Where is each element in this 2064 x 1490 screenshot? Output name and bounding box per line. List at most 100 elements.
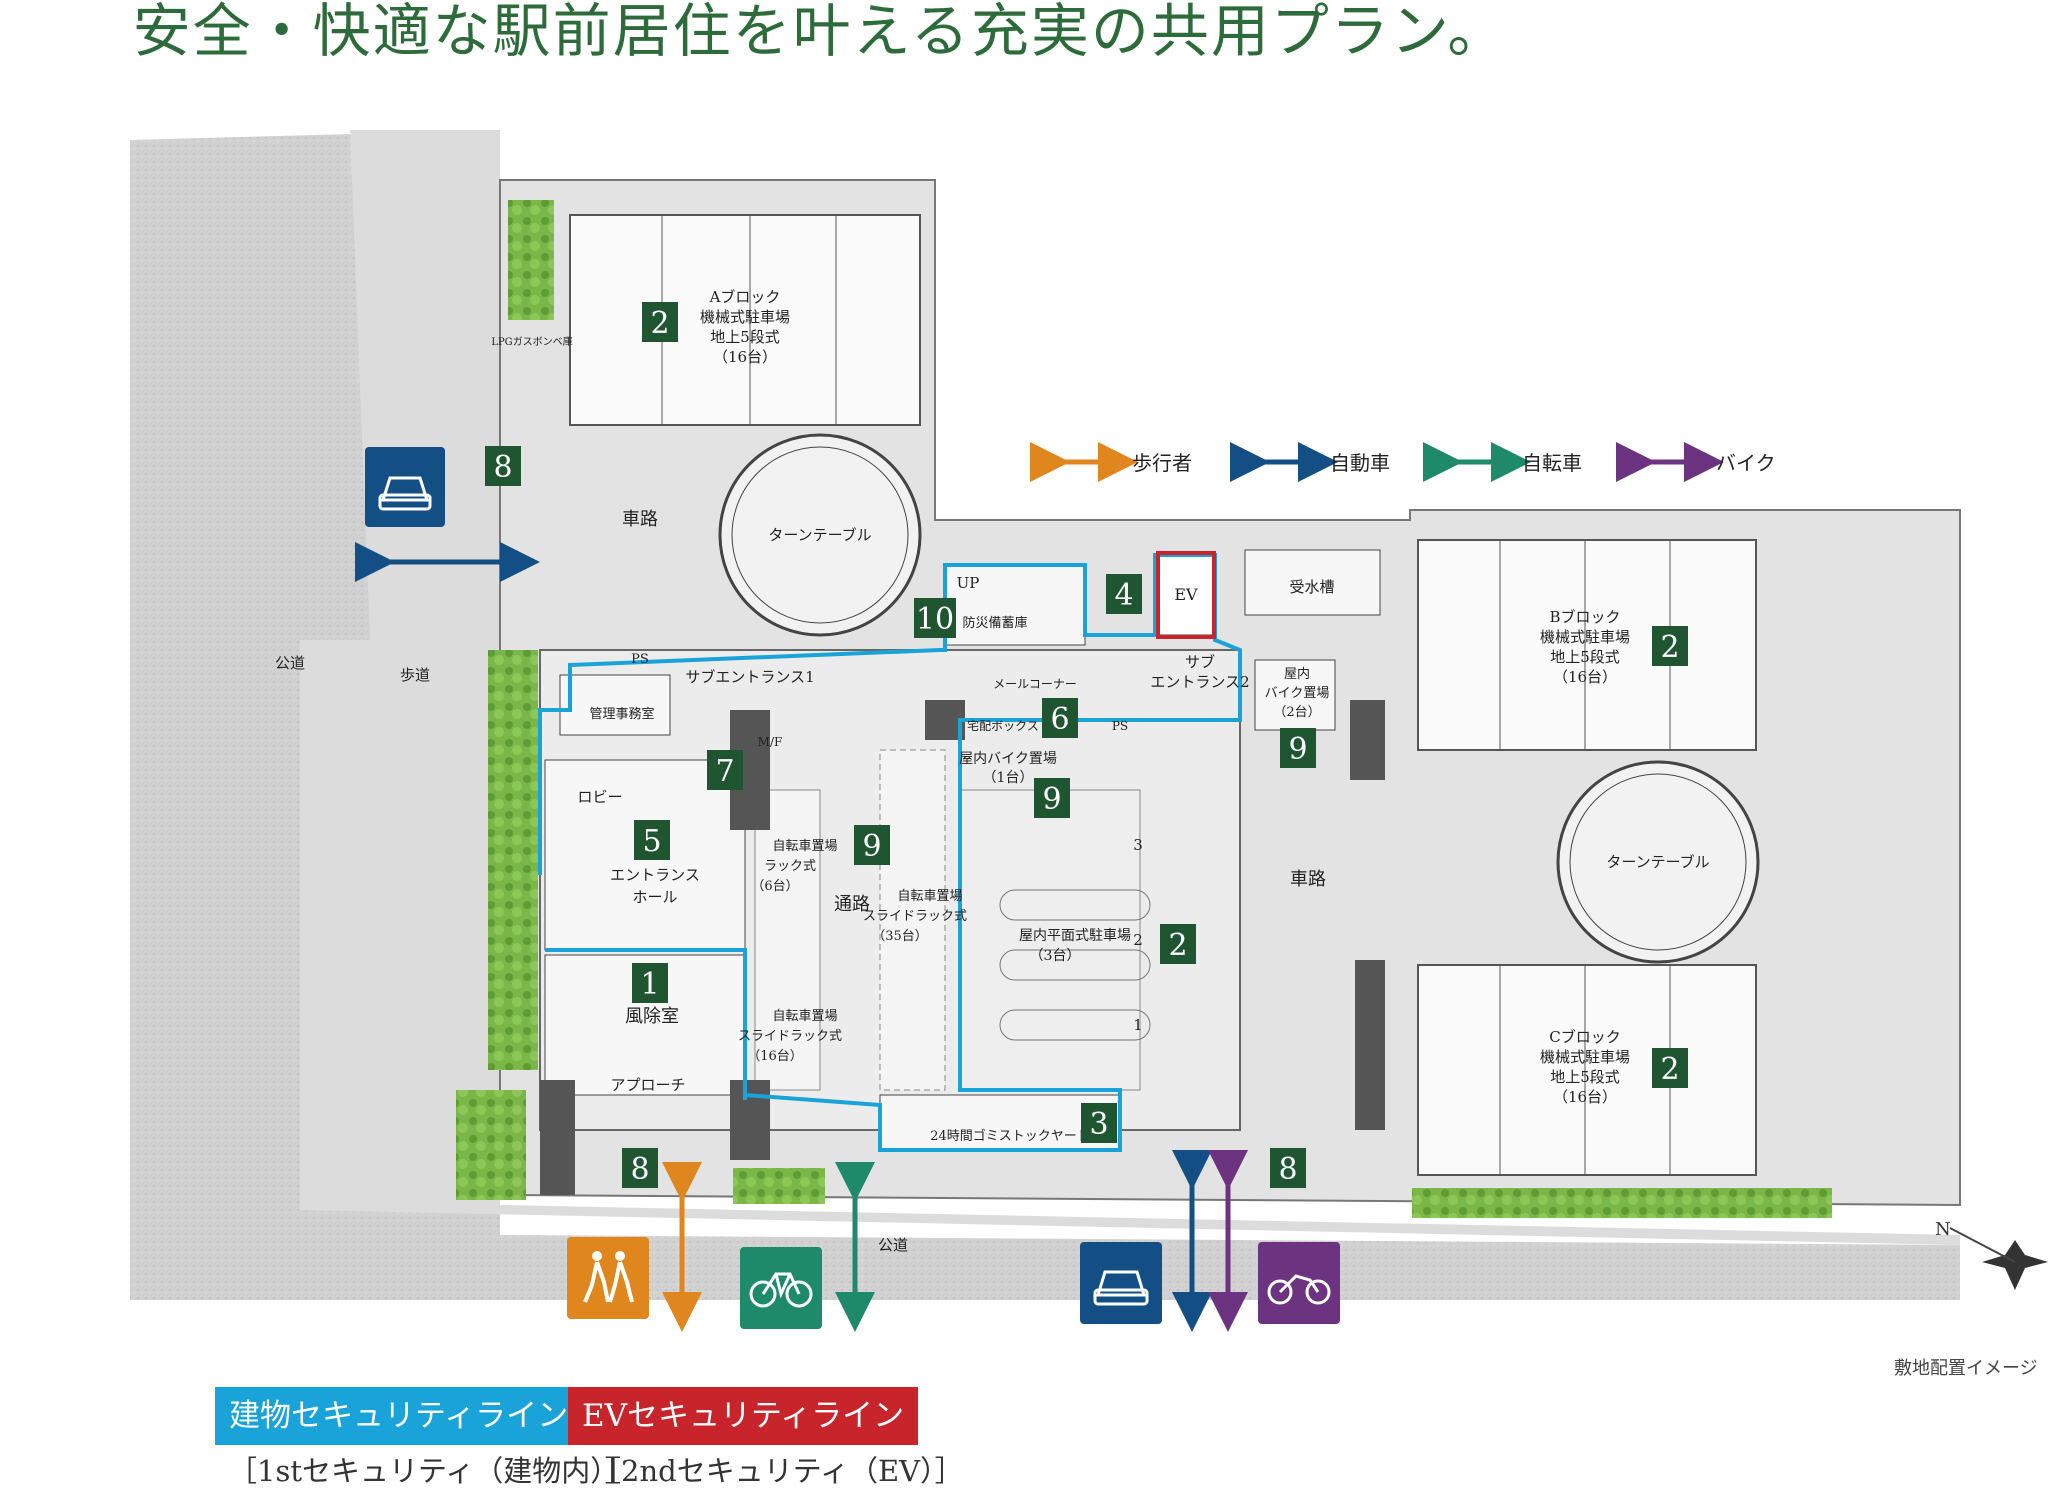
turntable-top xyxy=(718,433,922,637)
entrance-hall-0: エントランス xyxy=(610,866,700,884)
delivery-box: 宅配ボックス xyxy=(967,718,1039,733)
marker-b2: 2 xyxy=(1652,626,1688,666)
mf-label: M/F xyxy=(758,735,783,749)
slot-2: 2 xyxy=(1133,931,1143,949)
marker-number-m6: 6 xyxy=(1050,702,1069,737)
marker-number-m4: 4 xyxy=(1114,578,1133,613)
marker-number-m8b: 8 xyxy=(630,1152,649,1187)
parking-a-line-0: Aブロック xyxy=(709,288,781,306)
bike-rack-1: ラック式 xyxy=(764,859,816,874)
legend-bike: バイク xyxy=(1716,451,1776,475)
marker-number-m9c: 9 xyxy=(1288,732,1307,767)
marker-m8c: 8 xyxy=(1270,1148,1306,1188)
greenery xyxy=(456,200,1832,1218)
indoor-bike1-0: 屋内バイク置場 xyxy=(959,751,1057,767)
bike-slide16-0: 自転車置場 xyxy=(772,1009,837,1024)
legend-car: 自動車 xyxy=(1330,451,1390,475)
arrow-legend: 歩行者 自動車 自転車 バイク xyxy=(1030,442,1776,482)
motorcycle-icon xyxy=(1258,1242,1340,1324)
parking-b-line-1: 機械式駐車場 xyxy=(1540,628,1630,646)
building-security-badge: 建物セキュリティライン xyxy=(215,1387,583,1445)
legend-pedestrian: 歩行者 xyxy=(1132,451,1192,475)
garbage-yard: 24時間ゴミストックヤード xyxy=(930,1128,1090,1144)
parking-block-c xyxy=(1417,964,1757,1176)
marker-m5: 5 xyxy=(634,820,670,860)
marker-number-m9a: 9 xyxy=(862,829,881,864)
bicycle-icon xyxy=(740,1247,822,1329)
bike-slide16-2: （16台） xyxy=(747,1049,803,1064)
marker-number-m10: 10 xyxy=(916,602,954,637)
ev-label: EV xyxy=(1174,585,1198,604)
marker-m9b: 9 xyxy=(1034,778,1070,818)
indoor-parking-0: 屋内平面式駐車場 xyxy=(1019,927,1131,944)
wind-room: 風除室 xyxy=(625,1006,679,1027)
ev-security-sub: ［2ndセキュリティ（EV）］ xyxy=(592,1454,964,1488)
marker-number-m7: 7 xyxy=(715,754,734,789)
marker-m8b: 8 xyxy=(622,1148,658,1188)
parking-block-a xyxy=(569,214,921,426)
parking-c-line-1: 機械式駐車場 xyxy=(1540,1048,1630,1066)
sub-entrance2-1: エントランス2 xyxy=(1150,673,1249,691)
building-security-line xyxy=(538,553,1242,1152)
marker-number-m5: 5 xyxy=(642,824,661,859)
disaster-storage: 防災備蓄庫 xyxy=(962,615,1027,631)
compass-icon: N xyxy=(1935,1219,2048,1290)
marker-m7: 7 xyxy=(707,750,743,790)
parking-c-line-2: 地上5段式 xyxy=(1550,1068,1620,1086)
marker-m6: 6 xyxy=(1042,698,1078,738)
legend-bicycle: 自転車 xyxy=(1522,451,1582,475)
sub-entrance1: サブエントランス1 xyxy=(685,668,814,686)
turntable2-label: ターンテーブル xyxy=(1606,853,1709,871)
up-label: UP xyxy=(957,574,980,592)
parking-c-line-0: Cブロック xyxy=(1549,1028,1620,1046)
gas-label: LPGガスボンベ庫 xyxy=(491,335,572,348)
marker-i2: 2 xyxy=(1160,924,1196,964)
turntable-right xyxy=(1556,760,1760,964)
marker-a2: 2 xyxy=(642,302,678,342)
indoor-bike2-2: （2台） xyxy=(1273,705,1320,720)
marker-number-b2: 2 xyxy=(1660,630,1679,665)
parking-b-line-2: 地上5段式 xyxy=(1550,648,1620,666)
parking-a-line-3: （16台） xyxy=(713,348,777,366)
parking-c-line-3: （16台） xyxy=(1553,1088,1617,1106)
marker-m3: 3 xyxy=(1081,1103,1117,1143)
car-road-right: 車路 xyxy=(1290,869,1326,890)
car-icon-bottom xyxy=(1080,1242,1162,1324)
bike-slide16-1: スライドラック式 xyxy=(738,1029,842,1044)
slot-3: 3 xyxy=(1133,836,1143,854)
marker-m9c: 9 xyxy=(1280,728,1316,768)
bike-rack-0: 自転車置場 xyxy=(772,839,837,854)
passage: 通路 xyxy=(834,894,870,915)
public-road-bottom: 公道 xyxy=(878,1236,908,1254)
marker-c2: 2 xyxy=(1652,1048,1688,1088)
indoor-bike2-0: 屋内 xyxy=(1284,666,1310,682)
bike-slide35-0: 自転車置場 xyxy=(897,889,962,904)
lobby: ロビー xyxy=(577,788,622,806)
mail-corner: メールコーナー xyxy=(993,677,1077,691)
parking-a-line-2: 地上5段式 xyxy=(710,328,780,346)
page-title: 安全・快適な駅前居住を叶える充実の共用プラン。 xyxy=(132,0,1508,65)
marker-number-m8a: 8 xyxy=(493,450,512,485)
car-icon xyxy=(365,447,445,527)
turntable-label: ターンテーブル xyxy=(768,526,871,544)
sidewalk: 歩道 xyxy=(400,666,430,684)
indoor-bike1-1: （1台） xyxy=(983,770,1034,786)
parking-b-line-0: Bブロック xyxy=(1549,608,1620,626)
slot-1: 1 xyxy=(1133,1016,1143,1034)
marker-m1: 1 xyxy=(632,963,668,1003)
management-office: 管理事務室 xyxy=(589,706,654,722)
public-road-left: 公道 xyxy=(275,654,305,672)
marker-number-m9b: 9 xyxy=(1042,782,1061,817)
marker-number-a2: 2 xyxy=(650,306,669,341)
car-road-top: 車路 xyxy=(622,509,658,530)
indoor-parking-1: （3台） xyxy=(1030,948,1081,964)
marker-number-m3: 3 xyxy=(1089,1107,1108,1142)
building-interior xyxy=(539,549,1385,1195)
marker-m9a: 9 xyxy=(854,825,890,865)
bike-slide35-1: スライドラック式 xyxy=(863,909,967,924)
ev-security-badge: EVセキュリティライン xyxy=(568,1387,919,1445)
bike-slide35-2: （35台） xyxy=(872,929,928,944)
marker-number-m8c: 8 xyxy=(1278,1152,1297,1187)
